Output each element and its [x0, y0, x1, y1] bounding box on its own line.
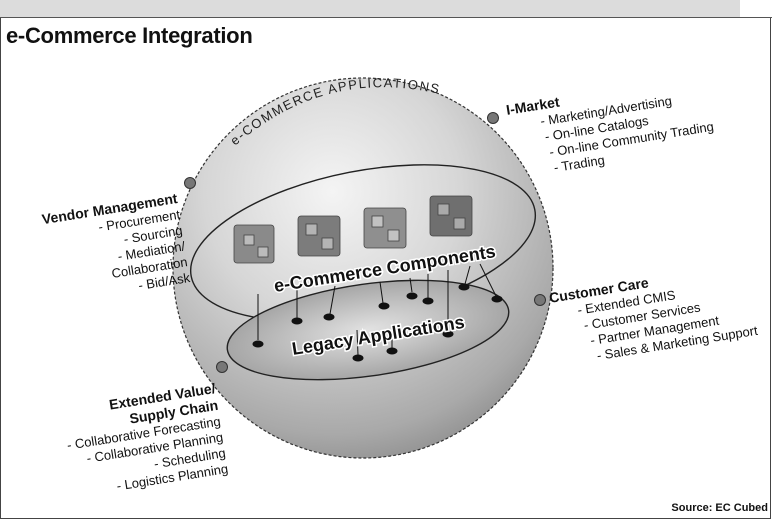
top-bar-gap — [740, 0, 772, 17]
page-title: e-Commerce Integration — [6, 23, 253, 48]
top-bar — [0, 0, 772, 18]
anchor-dot-i-market — [487, 112, 499, 124]
anchor-dot-extended — [216, 361, 228, 373]
puzzle-icon-3 — [363, 207, 407, 249]
puzzle-icon-2 — [297, 215, 341, 257]
legacy-ellipse — [226, 279, 510, 381]
puzzle-icon-1 — [233, 224, 275, 264]
connector-pins — [252, 263, 503, 362]
anchor-dot-customer — [534, 294, 546, 306]
puzzle-icon-4 — [429, 195, 473, 237]
source-credit: Source: EC Cubed — [671, 502, 768, 514]
anchor-dot-vendor — [184, 177, 196, 189]
